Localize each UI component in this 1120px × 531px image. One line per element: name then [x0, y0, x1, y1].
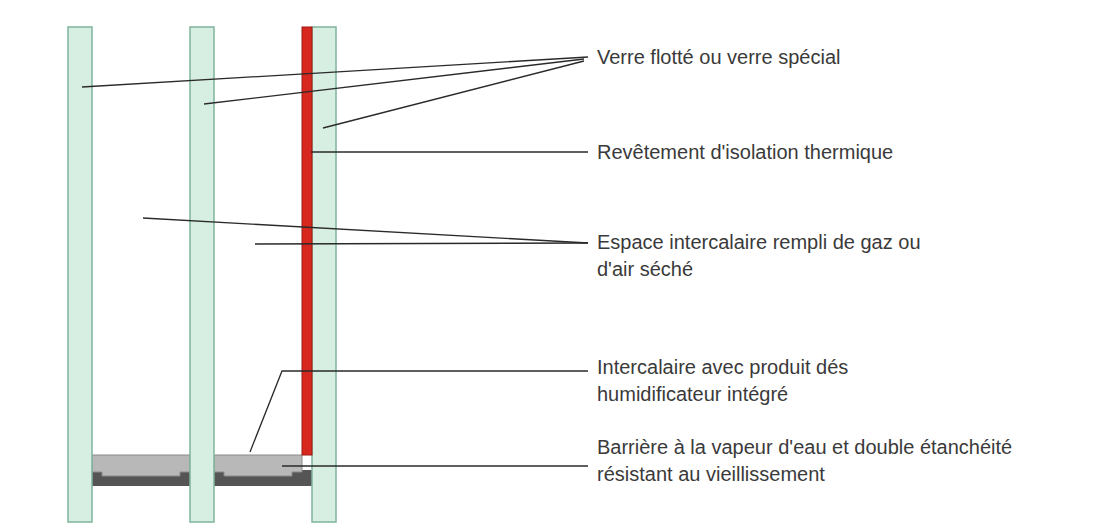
glass-pane [190, 27, 214, 522]
glass-pane [68, 27, 92, 522]
glass-pane [312, 27, 336, 522]
spacer-left [92, 455, 190, 486]
part-label: Verre flotté ou verre spécial [597, 44, 1077, 71]
part-label: Revêtement d'isolation thermique [597, 139, 1077, 166]
part-label: Barrière à la vapeur d'eau et double éta… [597, 434, 1029, 488]
part-label: Espace intercalaire rempli de gaz ou d'a… [597, 229, 959, 283]
leader-lines [82, 57, 588, 466]
spacer-right [214, 455, 312, 486]
part-label: Intercalaire avec produit dés humidifica… [597, 354, 959, 408]
